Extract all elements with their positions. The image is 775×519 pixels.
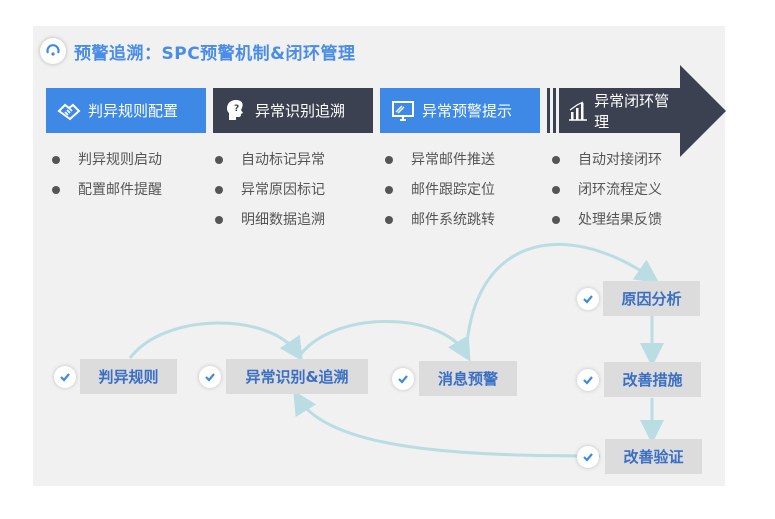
- handshake-icon: [56, 98, 82, 124]
- node-identify: 异常识别&追溯: [199, 359, 368, 394]
- node-cause: 原因分析: [577, 281, 700, 316]
- list-item: 处理结果反馈: [552, 210, 662, 240]
- list-item: 自动标记异常: [215, 150, 325, 180]
- check-icon: [199, 365, 221, 388]
- list-item: 配置邮件提醒: [52, 180, 162, 210]
- title-text: 预警追溯：SPC预警机制&闭环管理: [74, 43, 356, 64]
- page-title: 预警追溯：SPC预警机制&闭环管理: [40, 38, 356, 64]
- check-icon: [577, 445, 599, 468]
- list-item: 明细数据追溯: [215, 210, 325, 240]
- node-verify: 改善验证: [577, 439, 702, 474]
- monitor-icon: [390, 98, 416, 124]
- stage-label: 异常预警提示: [422, 102, 513, 120]
- stage-rule-config-list: 判异规则启动 配置邮件提醒: [52, 150, 162, 210]
- stage-closed-loop: 异常闭环管理: [559, 88, 681, 133]
- check-icon: [577, 287, 599, 310]
- arrow-head: [680, 65, 726, 157]
- stage-label: 异常识别追溯: [255, 102, 346, 120]
- list-item: 判异规则启动: [52, 150, 162, 180]
- check-icon: [54, 365, 76, 388]
- list-item: 邮件跟踪定位: [385, 180, 495, 210]
- bar-chart-icon: [565, 98, 590, 124]
- stage-identify-trace: ? 异常识别追溯: [213, 88, 373, 133]
- check-icon: [392, 367, 414, 390]
- stage-label: 判异规则配置: [88, 102, 179, 120]
- stage-identify-trace-list: 自动标记异常 异常原因标记 明细数据追溯: [215, 150, 325, 240]
- divider-bar: [553, 88, 556, 133]
- list-item: 异常原因标记: [215, 180, 325, 210]
- list-item: 异常邮件推送: [385, 150, 495, 180]
- svg-text:?: ?: [234, 104, 239, 114]
- node-rule: 判异规则: [54, 359, 177, 394]
- divider-bar: [547, 88, 550, 133]
- question-head-icon: ?: [223, 98, 249, 124]
- stage-alert-list: 异常邮件推送 邮件跟踪定位 邮件系统跳转: [385, 150, 495, 240]
- stage-alert: 异常预警提示: [380, 88, 540, 133]
- list-item: 闭环流程定义: [552, 180, 662, 210]
- check-icon: [577, 368, 599, 391]
- stage-closed-loop-list: 自动对接闭环 闭环流程定义 处理结果反馈: [552, 150, 662, 240]
- stage-label: 异常闭环管理: [594, 91, 670, 131]
- list-item: 邮件系统跳转: [385, 210, 495, 240]
- node-improve: 改善措施: [577, 362, 701, 397]
- refresh-icon: [40, 38, 66, 64]
- node-alert: 消息预警: [392, 361, 517, 396]
- stage-rule-config: 判异规则配置: [46, 88, 206, 133]
- list-item: 自动对接闭环: [552, 150, 662, 180]
